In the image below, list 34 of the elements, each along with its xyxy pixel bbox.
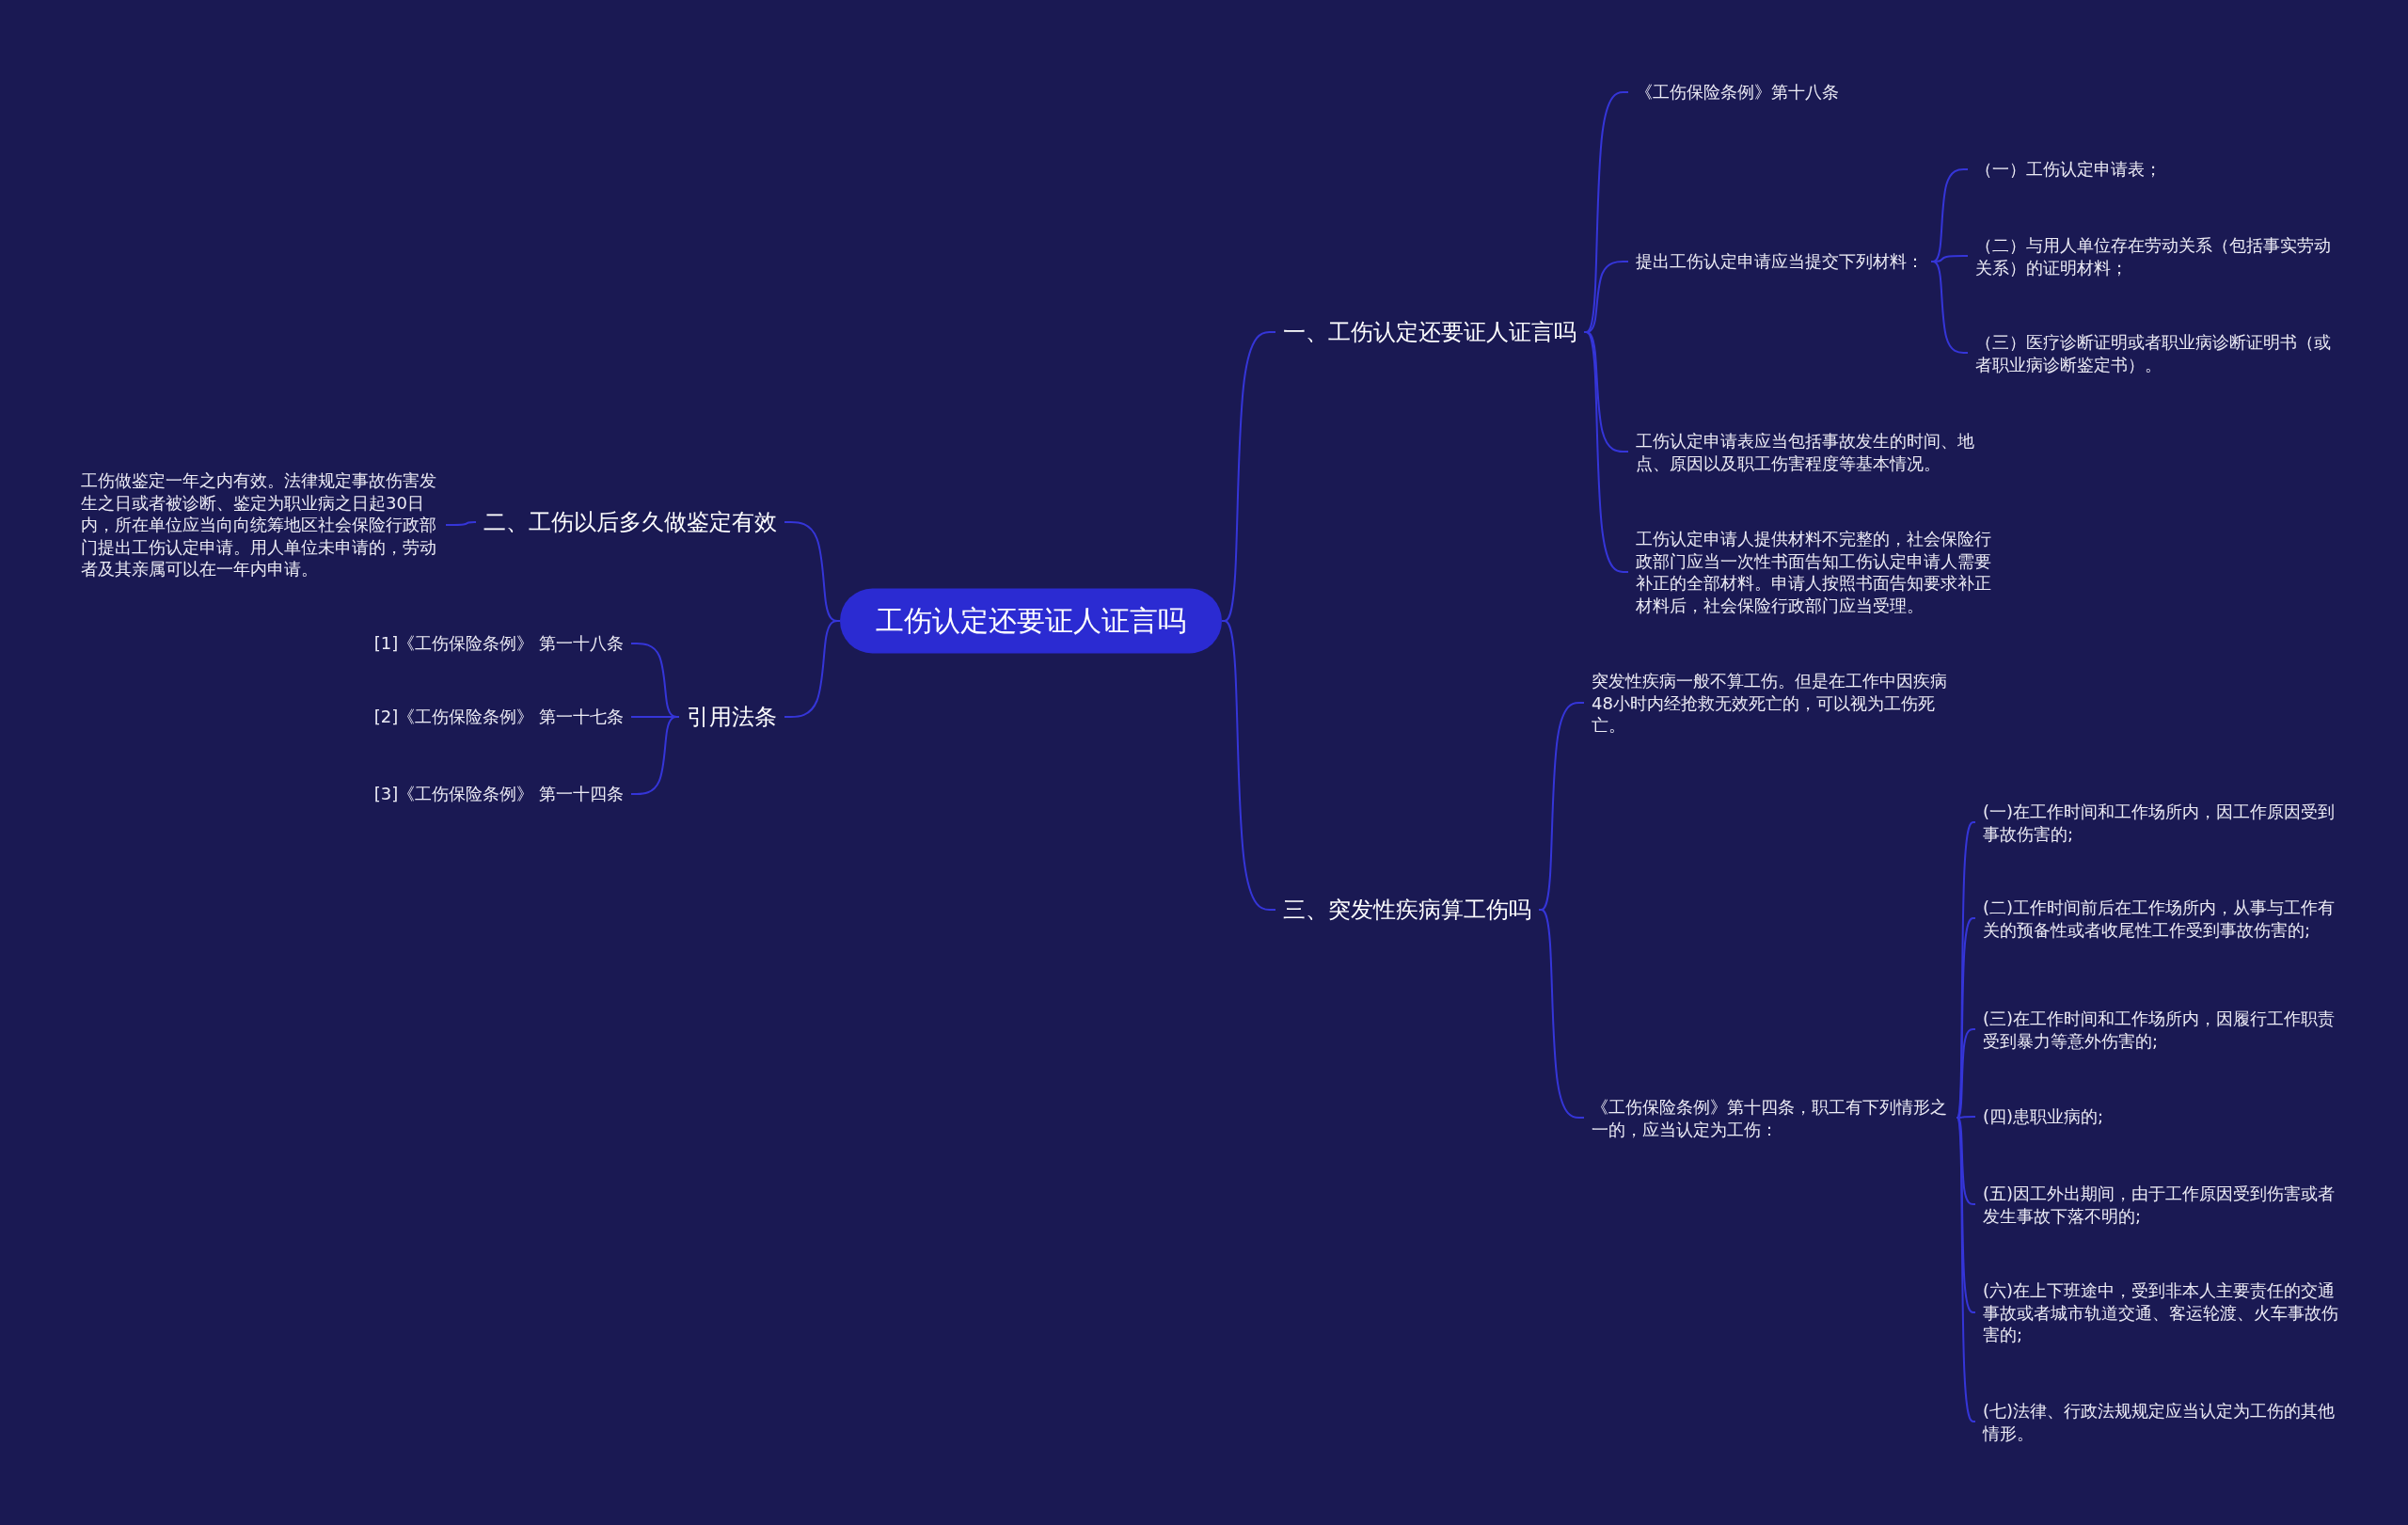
connector-line	[1956, 917, 1976, 1119]
branch-topic: 三、突发性疾病算工伤吗	[1283, 895, 1531, 925]
topic-text: [1]《工伤保险条例》 第一十八条	[373, 632, 624, 655]
connector-line	[1956, 1116, 1976, 1119]
topic-text: 提出工伤认定申请应当提交下列材料：	[1636, 250, 1924, 273]
topic-text: (六)在上下班途中，受到非本人主要责任的交通事故或者城市轨道交通、客运轮渡、火车事故伤害的;	[1983, 1279, 2340, 1346]
topic-text: 突发性疾病一般不算工伤。但是在工作中因疾病48小时内经抢救无效死亡的，可以视为工伤死亡。	[1592, 669, 1949, 737]
topic-text: (四)患职业病的;	[1983, 1105, 2340, 1128]
connector-line	[1956, 1028, 1976, 1119]
connector-line	[1583, 331, 1629, 573]
branch-topic: 二、工伤以后多久做鉴定有效	[483, 507, 777, 537]
branch-topic: 一、工伤认定还要证人证言吗	[1283, 317, 1576, 347]
topic-text: (一)在工作时间和工作场所内，因工作原因受到事故伤害的;	[1983, 800, 2340, 845]
connector-line	[1956, 1117, 1976, 1422]
topic-text: （一）工伤认定申请表；	[1975, 158, 2333, 181]
topic-text: 《工伤保险条例》第十四条，职工有下列情形之一的，应当认定为工伤：	[1592, 1095, 1949, 1140]
topic-text: [2]《工伤保险条例》 第一十七条	[373, 706, 624, 728]
topic-text: （二）与用人单位存在劳动关系（包括事实劳动关系）的证明材料；	[1975, 233, 2333, 278]
connector-line	[1956, 821, 1976, 1119]
topic-text: 工伤做鉴定一年之内有效。法律规定事故伤害发生之日或者被诊断、鉴定为职业病之日起30日内，所在单位应当向向统筹地区社会保险行政部门提出工伤认定申请。用人单位未申请的，劳动者及其亲属可以在一年内申请。	[81, 469, 438, 580]
topic-text: (二)工作时间前后在工作场所内，从事与工作有关的预备性或者收尾性工作受到事故伤害的;	[1983, 896, 2340, 941]
connector-line	[445, 521, 477, 526]
root-topic: 工伤认定还要证人证言吗	[840, 588, 1222, 654]
connector-line	[1930, 261, 1969, 354]
topic-text: 工伤认定申请表应当包括事故发生的时间、地点、原因以及职工伤害程度等基本情况。	[1636, 429, 1993, 474]
topic-text: 工伤认定申请人提供材料不完整的，社会保险行政部门应当一次性书面告知工伤认定申请人需要补正的全部材料。申请人按照书面告知要求补正材料后，社会保险行政部门应当受理。	[1636, 528, 1993, 616]
branch-topic: 引用法条	[687, 702, 777, 732]
topic-text: （三）医疗诊断证明或者职业病诊断证明书（或者职业病诊断鉴定书）。	[1975, 330, 2333, 375]
topic-text: (三)在工作时间和工作场所内，因履行工作职责受到暴力等意外伤害的;	[1983, 1007, 2340, 1052]
topic-text: (五)因工外出期间，由于工作原因受到伤害或者发生事故下落不明的;	[1983, 1182, 2340, 1227]
topic-text: (七)法律、行政法规规定应当认定为工伤的其他情形。	[1983, 1399, 2340, 1444]
topic-text: 《工伤保险条例》第十八条	[1636, 81, 1839, 103]
topic-text: [3]《工伤保险条例》 第一十四条	[373, 783, 624, 805]
connector-line	[1538, 909, 1585, 1119]
